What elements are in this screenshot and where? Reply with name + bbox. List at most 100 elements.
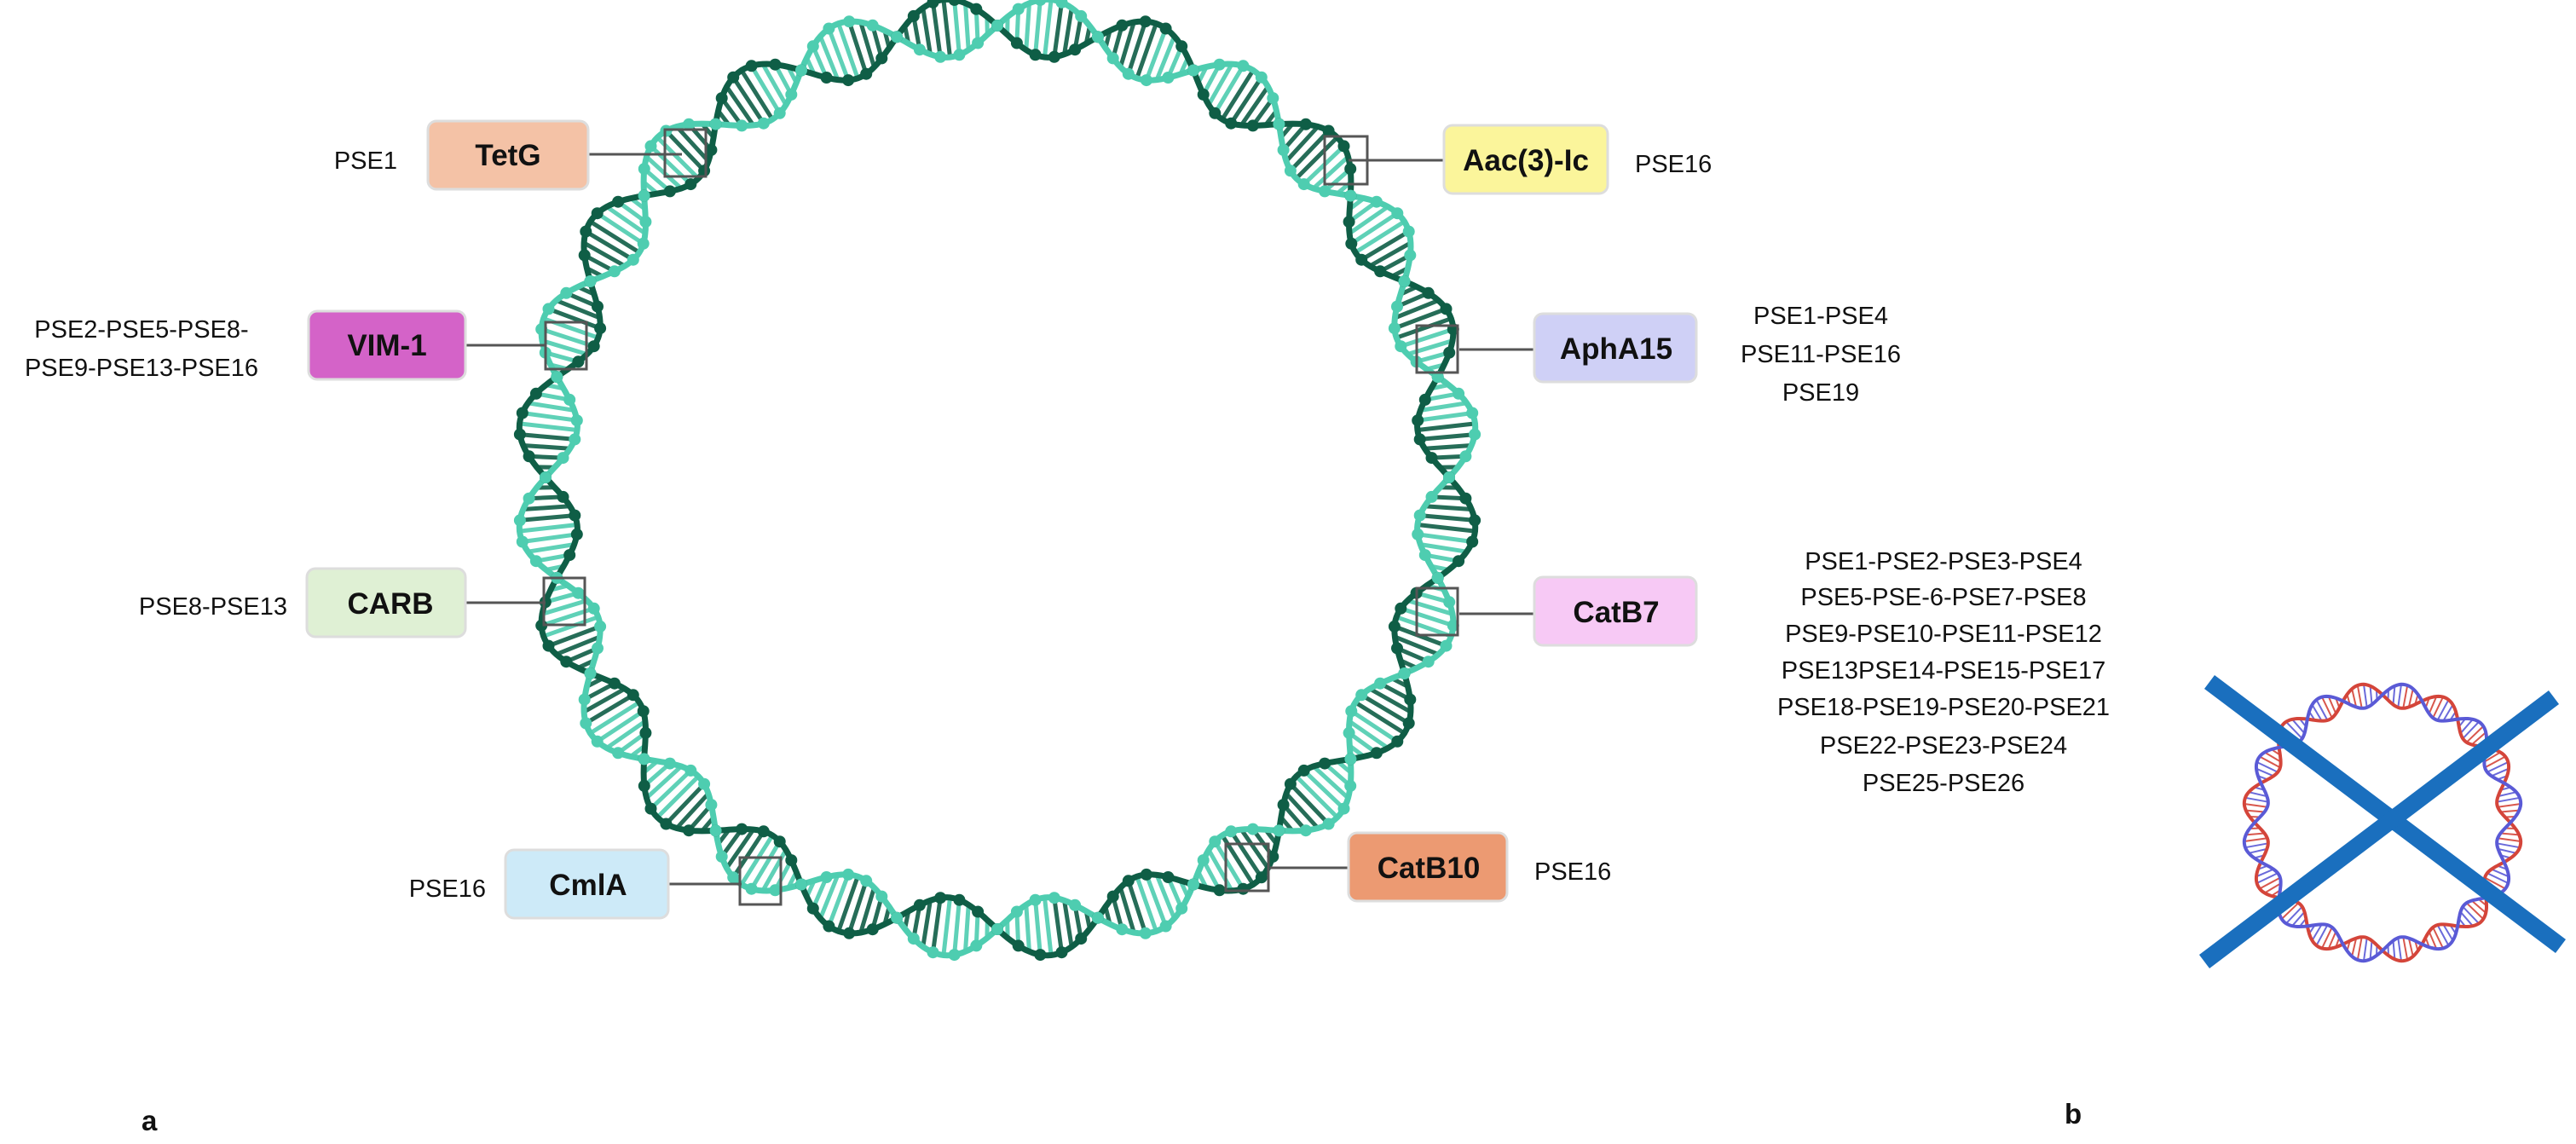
- dna-bead: [875, 890, 888, 903]
- dna-rung: [1052, 2, 1064, 58]
- dna-rung: [1406, 598, 1453, 616]
- dna-bead: [627, 689, 639, 702]
- gene-box-vim1: [307, 309, 467, 381]
- dna-bead: [1273, 118, 1285, 130]
- cross-line: [2203, 675, 2567, 953]
- dna-bead: [1344, 163, 1357, 176]
- dna-rung: [836, 875, 860, 933]
- dna-rung: [644, 765, 683, 800]
- pse-label: PSE2-PSE5-PSE8-: [34, 316, 248, 344]
- dna-bead: [557, 490, 569, 503]
- dna-bead: [1012, 3, 1025, 15]
- dna-bead: [587, 340, 600, 353]
- gene-catb10-group: CatB10 PSE16: [1224, 831, 1611, 903]
- dna-bead: [1273, 824, 1285, 837]
- dna-rung: [2256, 761, 2279, 773]
- dna-bead: [934, 892, 947, 904]
- dna-rung: [1419, 432, 1476, 442]
- dna-rung: [1419, 401, 1467, 413]
- dna-rung: [605, 205, 647, 235]
- dna-rung: [2259, 876, 2281, 890]
- dna-bead: [773, 107, 786, 119]
- pse-label: PSE5-PSE-6-PSE7-PSE8: [1800, 584, 2086, 611]
- dna-bead: [580, 717, 592, 730]
- dna-bead: [569, 509, 581, 522]
- dna-rung: [2259, 755, 2281, 769]
- dna-rung: [541, 338, 588, 356]
- dna-bead: [1277, 143, 1290, 156]
- dna-rung: [540, 326, 595, 349]
- dna-bead: [1388, 620, 1401, 633]
- dna-bead: [637, 237, 650, 250]
- dna-bead: [1012, 939, 1025, 952]
- dna-rung: [2244, 803, 2268, 808]
- gene-site-marker: [1415, 586, 1459, 637]
- dna-bead: [773, 835, 786, 848]
- dna-rung: [1154, 35, 1176, 81]
- dna-bead: [970, 939, 983, 952]
- dna-rung: [1239, 828, 1270, 870]
- dna-bead: [1370, 195, 1383, 208]
- dna-rung: [547, 624, 601, 648]
- dna-rung: [1406, 338, 1453, 356]
- dna-rung: [1043, 897, 1054, 956]
- dna-bead: [516, 407, 528, 419]
- gene-tetg-group: TetG PSE1: [334, 119, 708, 191]
- gene-site-marker: [542, 576, 586, 627]
- dna-bead: [1440, 639, 1453, 652]
- dna-bead: [709, 118, 722, 130]
- dna-bead: [823, 22, 835, 35]
- dna-bead: [1048, 50, 1060, 63]
- dna-bead: [785, 854, 798, 867]
- dna-rung: [921, 899, 933, 947]
- dna-bead: [972, 905, 985, 918]
- dna-bead: [842, 74, 855, 87]
- dna-bead: [953, 893, 966, 906]
- dna-bead: [1246, 823, 1259, 835]
- dna-rung: [1285, 792, 1320, 830]
- dna-rung: [1289, 782, 1331, 826]
- dna-rung: [2442, 704, 2454, 722]
- dna-bead: [1159, 22, 1172, 35]
- dna-bead: [1069, 43, 1082, 56]
- gene-label-apha15: AphA15: [1560, 332, 1672, 366]
- dna-bead: [1075, 933, 1088, 945]
- dna-rung: [2256, 872, 2279, 884]
- pse-label: PSE13PSE14-PSE15-PSE17: [1782, 657, 2105, 685]
- dna-bead: [1459, 492, 1472, 505]
- dna-bead: [1225, 117, 1238, 130]
- dna-rung: [2255, 767, 2274, 777]
- dna-bead: [1139, 927, 1152, 939]
- dna-bead: [608, 677, 621, 690]
- dna-rung: [1400, 326, 1454, 349]
- dna-bead: [1412, 528, 1424, 540]
- dna-rung: [2407, 688, 2414, 708]
- dna-rung: [2392, 685, 2396, 705]
- dna-bead: [1322, 818, 1335, 830]
- dna-rung: [1033, 899, 1043, 956]
- dna-bead: [578, 249, 591, 262]
- dna-rung: [541, 598, 588, 616]
- dna-bead: [1418, 393, 1431, 406]
- dna-bead: [1443, 471, 1455, 483]
- dna-bead: [1344, 753, 1357, 766]
- dna-rung: [921, 8, 933, 55]
- dna-bead: [745, 882, 758, 895]
- dna-rung: [585, 229, 635, 262]
- dna-bead: [1010, 37, 1023, 49]
- dna-rung: [1394, 298, 1440, 321]
- gene-box-catb7: [1533, 575, 1698, 647]
- gene-annotations: TetG PSE1 VIM-1 PSE2-PSE5-PSE8- PSE9-PSE…: [25, 119, 2110, 920]
- dna-rung: [941, 0, 952, 58]
- dna-rung: [664, 129, 706, 173]
- dna-rung: [1206, 62, 1234, 107]
- dna-bead: [1187, 64, 1199, 77]
- dna-bead: [1412, 414, 1424, 427]
- gene-cmla-group: CmlA PSE16: [409, 848, 783, 920]
- dna-rung: [931, 897, 943, 953]
- dna-rung: [846, 20, 869, 75]
- dna-bead: [1319, 757, 1331, 770]
- gene-label-carb: CARB: [347, 587, 433, 621]
- dna-rung: [1220, 69, 1256, 121]
- gene-site-marker: [1415, 324, 1459, 374]
